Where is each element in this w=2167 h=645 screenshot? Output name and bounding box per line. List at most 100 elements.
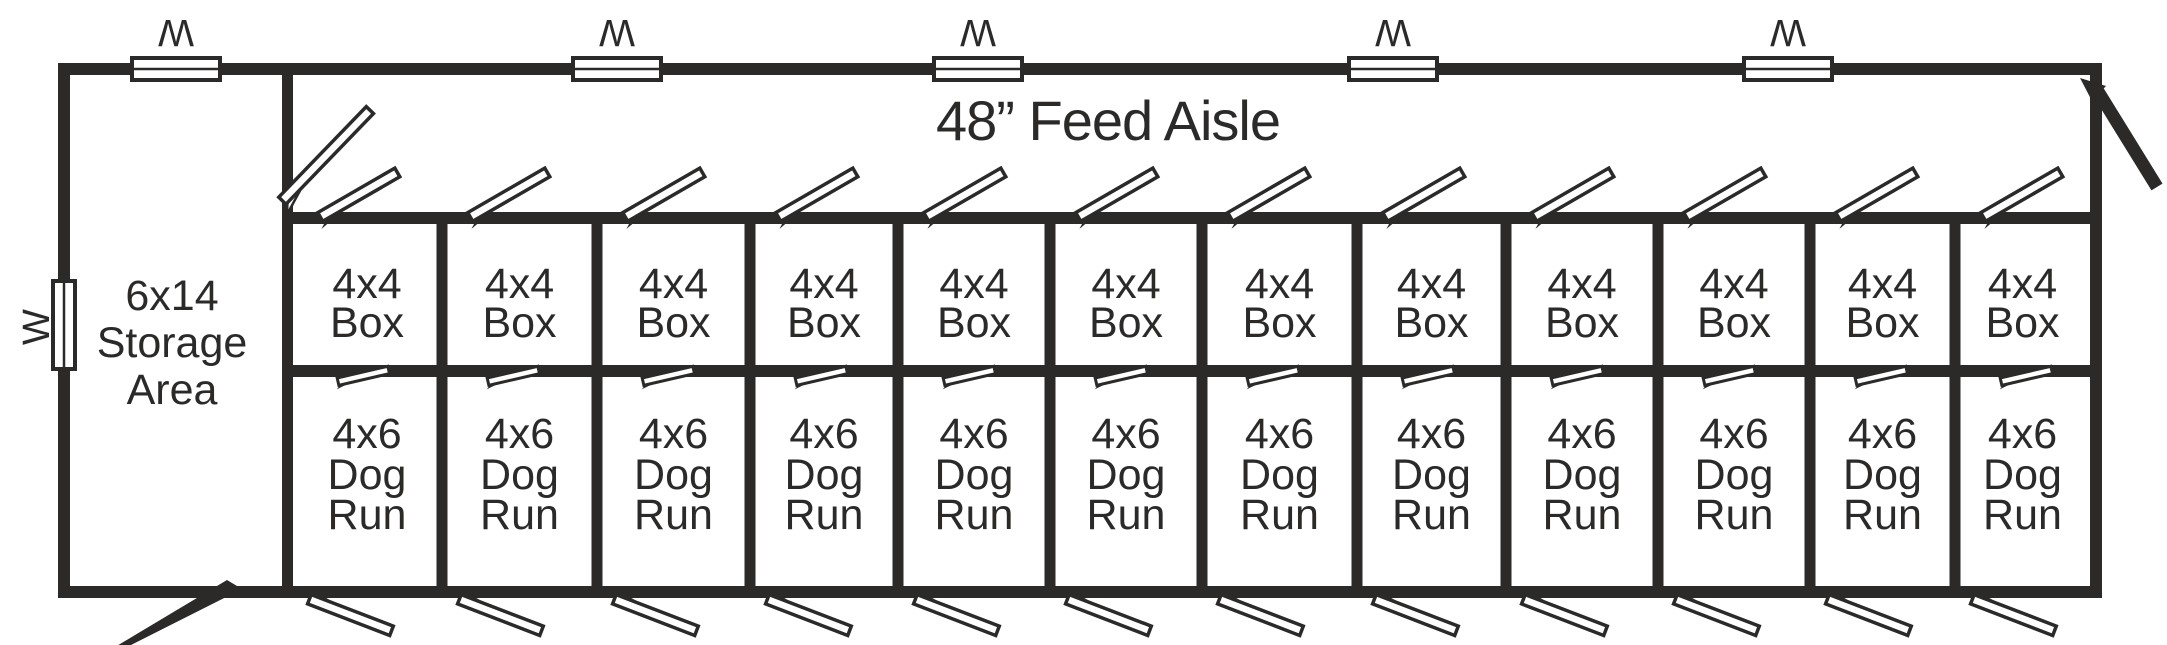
dog-run-cell-label: Dog: [1543, 451, 1622, 499]
kennel-columns: 4x4Box4x6DogRun4x4Box4x6DogRun4x4Box4x6D…: [300, 165, 2068, 639]
dog-run-cell-label: Run: [1240, 491, 1319, 539]
column-divider-wall: [744, 212, 756, 598]
dog-run-cell-label: Run: [634, 491, 713, 539]
box-cell-label: 4x4: [939, 260, 1008, 308]
dog-run-cell-label: Dog: [935, 451, 1014, 499]
dog-run-cell-label: 4x6: [639, 410, 708, 458]
dog-run-cell-label: Dog: [1240, 451, 1319, 499]
right-wall: [2090, 63, 2102, 598]
column-divider-wall: [1804, 212, 1816, 598]
box-cell-label: 4x4: [1245, 260, 1314, 308]
window-label: W: [599, 11, 635, 53]
dog-run-cell-label: Run: [785, 491, 864, 539]
box-cell-label: Box: [1394, 299, 1469, 347]
box-cell-label: Box: [1089, 299, 1164, 347]
storage-area-label-line: Storage: [97, 319, 248, 367]
column-divider-wall: [1949, 212, 1961, 598]
window-icon: [1347, 56, 1439, 82]
bottom-wall: [58, 586, 2102, 598]
box-cell-label: 4x4: [485, 260, 554, 308]
window-icon: [932, 56, 1024, 82]
box-run-divider-wall: [282, 365, 2096, 377]
column-divider-wall: [1500, 212, 1512, 598]
window-icon: [571, 56, 663, 82]
storage-area-label-line: 6x14: [125, 272, 218, 320]
box-cell-label: Box: [636, 299, 711, 347]
dog-run-cell-label: Dog: [634, 451, 713, 499]
storage-divider-wall: [282, 70, 293, 598]
box-cell-label: Box: [1242, 299, 1317, 347]
dog-run-cell-label: Run: [1087, 491, 1166, 539]
feed-aisle-wall: [282, 212, 2096, 224]
window-label: W: [16, 309, 58, 345]
column-divider-wall: [591, 212, 603, 598]
storage-exterior-door-icon: [118, 580, 242, 645]
dog-run-cell-label: 4x6: [1699, 410, 1768, 458]
column-divider-wall: [1351, 212, 1363, 598]
dog-run-cell-label: Dog: [1087, 451, 1166, 499]
window-label: W: [158, 11, 194, 53]
dog-run-cell-label: Dog: [785, 451, 864, 499]
dog-run-cell-label: 4x6: [485, 410, 554, 458]
dog-run-cell-label: Dog: [1392, 451, 1471, 499]
dog-run-cell-label: 4x6: [1547, 410, 1616, 458]
dog-run-cell-label: 4x6: [789, 410, 858, 458]
column-divider-wall: [892, 212, 904, 598]
feed-aisle-label: 48” Feed Aisle: [936, 89, 1280, 152]
box-cell-label: 4x4: [1091, 260, 1160, 308]
column-divider-wall: [1652, 212, 1664, 598]
dog-run-cell-label: Run: [1392, 491, 1471, 539]
box-cell-label: 4x4: [639, 260, 708, 308]
window-label: W: [960, 11, 996, 53]
dog-run-cell-label: Dog: [328, 451, 407, 499]
column-divider-wall: [1044, 212, 1056, 598]
box-cell-label: 4x4: [1397, 260, 1466, 308]
box-cell-label: 4x4: [1848, 260, 1917, 308]
box-cell-label: Box: [787, 299, 862, 347]
storage-area-label-line: Area: [127, 366, 218, 414]
dog-run-cell-label: Dog: [1695, 451, 1774, 499]
dog-run-cell-label: Run: [1695, 491, 1774, 539]
dog-run-cell-label: 4x6: [1245, 410, 1314, 458]
dog-run-cell-label: 4x6: [939, 410, 1008, 458]
dog-run-cell-label: Dog: [1983, 451, 2062, 499]
dog-run-cell-label: Run: [935, 491, 1014, 539]
dog-run-cell-label: 4x6: [1988, 410, 2057, 458]
dog-run-cell-label: Run: [328, 491, 407, 539]
dog-run-cell-label: Dog: [480, 451, 559, 499]
window-icon: [130, 56, 222, 82]
box-cell-label: Box: [330, 299, 405, 347]
box-cell-label: 4x4: [1699, 260, 1768, 308]
box-cell-label: Box: [937, 299, 1012, 347]
box-cell-label: Box: [482, 299, 557, 347]
window-label: W: [1770, 11, 1806, 53]
box-cell-label: Box: [1697, 299, 1772, 347]
dog-run-cell-label: 4x6: [1397, 410, 1466, 458]
box-cell-label: 4x4: [789, 260, 858, 308]
top-wall: [58, 63, 2102, 75]
box-cell-label: Box: [1845, 299, 1920, 347]
window-label: W: [1375, 11, 1411, 53]
dog-run-cell-label: Run: [1983, 491, 2062, 539]
dog-run-cell-label: Dog: [1843, 451, 1922, 499]
box-cell-label: 4x4: [1547, 260, 1616, 308]
box-cell-label: 4x4: [1988, 260, 2057, 308]
dog-run-cell-label: 4x6: [332, 410, 401, 458]
box-cell-label: 4x4: [332, 260, 401, 308]
window-icon: [1742, 56, 1834, 82]
entry-door-icon: [2080, 78, 2163, 191]
